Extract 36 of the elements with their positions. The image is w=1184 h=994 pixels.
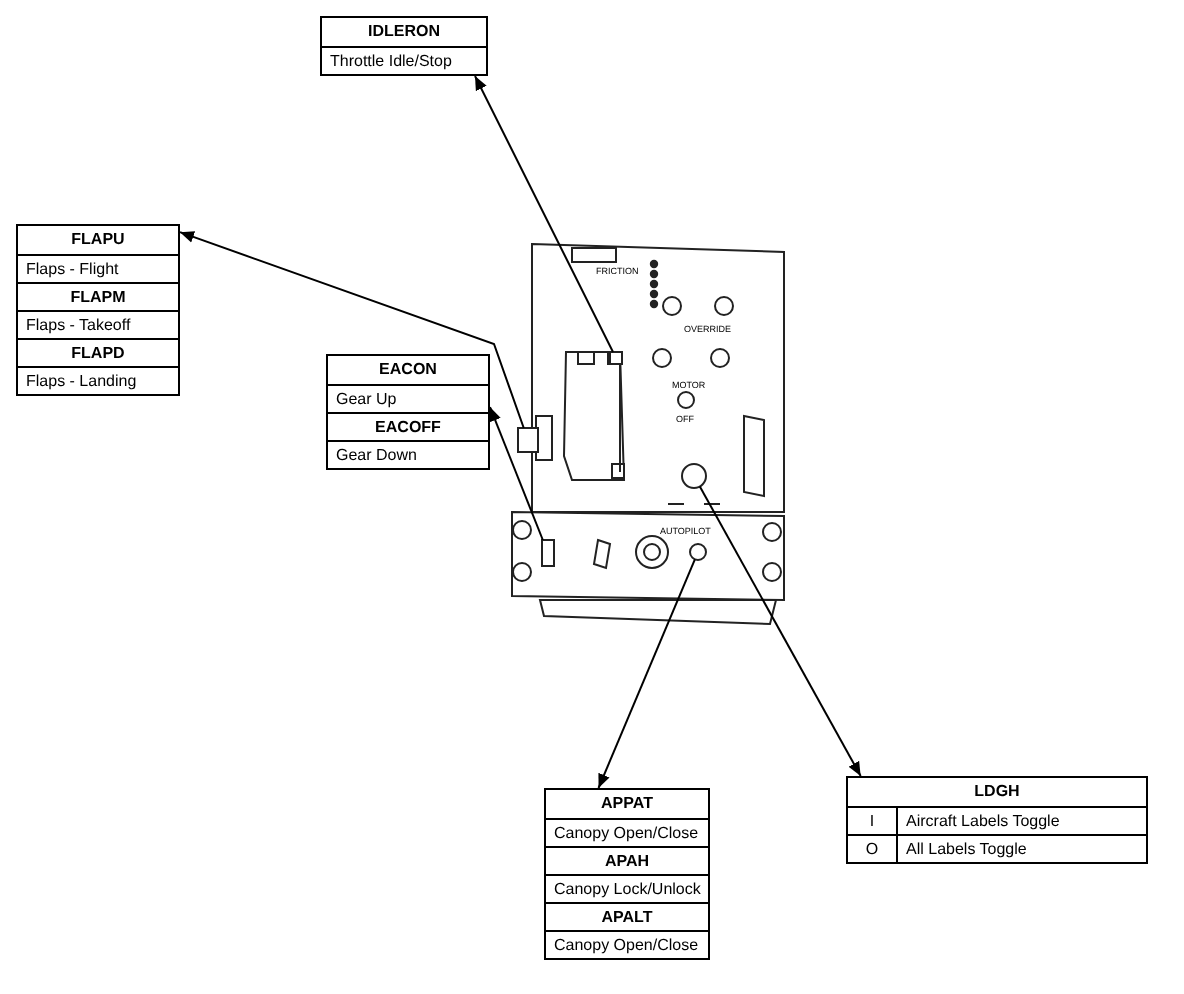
command-description: Gear Down [328, 440, 488, 468]
flap-lever [517, 427, 539, 453]
command-heading: LDGH [972, 780, 1022, 804]
command-description: Canopy Open/Close [546, 818, 708, 846]
leader-line [489, 406, 544, 541]
leader-line [597, 558, 696, 789]
command-description: Aircraft Labels Toggle [904, 810, 1060, 834]
command-description: Flaps - Landing [18, 366, 178, 394]
command-heading: APAH [546, 846, 708, 874]
callout-table [326, 354, 490, 470]
rotary-knob [689, 543, 707, 561]
command-heading: FLAPM [18, 282, 178, 310]
command-description: Flaps - Takeoff [18, 310, 178, 338]
command-description: Flaps - Flight [18, 254, 178, 282]
callout-table [16, 224, 180, 396]
leader-line [474, 75, 614, 353]
command-heading: APALT [546, 902, 708, 930]
key-label: I [848, 808, 898, 834]
command-description: Throttle Idle/Stop [322, 46, 486, 74]
command-heading: FLAPD [18, 338, 178, 366]
toggle-switch [541, 539, 555, 567]
callout-table [846, 776, 1148, 864]
command-description: Canopy Open/Close [546, 930, 708, 958]
command-heading: APPAT [599, 792, 655, 816]
leader-line [179, 231, 525, 429]
callout-table [544, 788, 710, 960]
command-heading: IDLERON [366, 20, 442, 44]
command-heading: FLAPU [69, 228, 127, 252]
leader-line [698, 485, 862, 777]
command-description: Canopy Lock/Unlock [546, 874, 708, 902]
command-heading: EACOFF [328, 412, 488, 440]
key-label: O [848, 836, 898, 862]
callout-table [320, 16, 488, 76]
command-description: All Labels Toggle [904, 838, 1027, 862]
command-description: Gear Up [328, 384, 488, 412]
command-heading: EACON [377, 358, 439, 382]
